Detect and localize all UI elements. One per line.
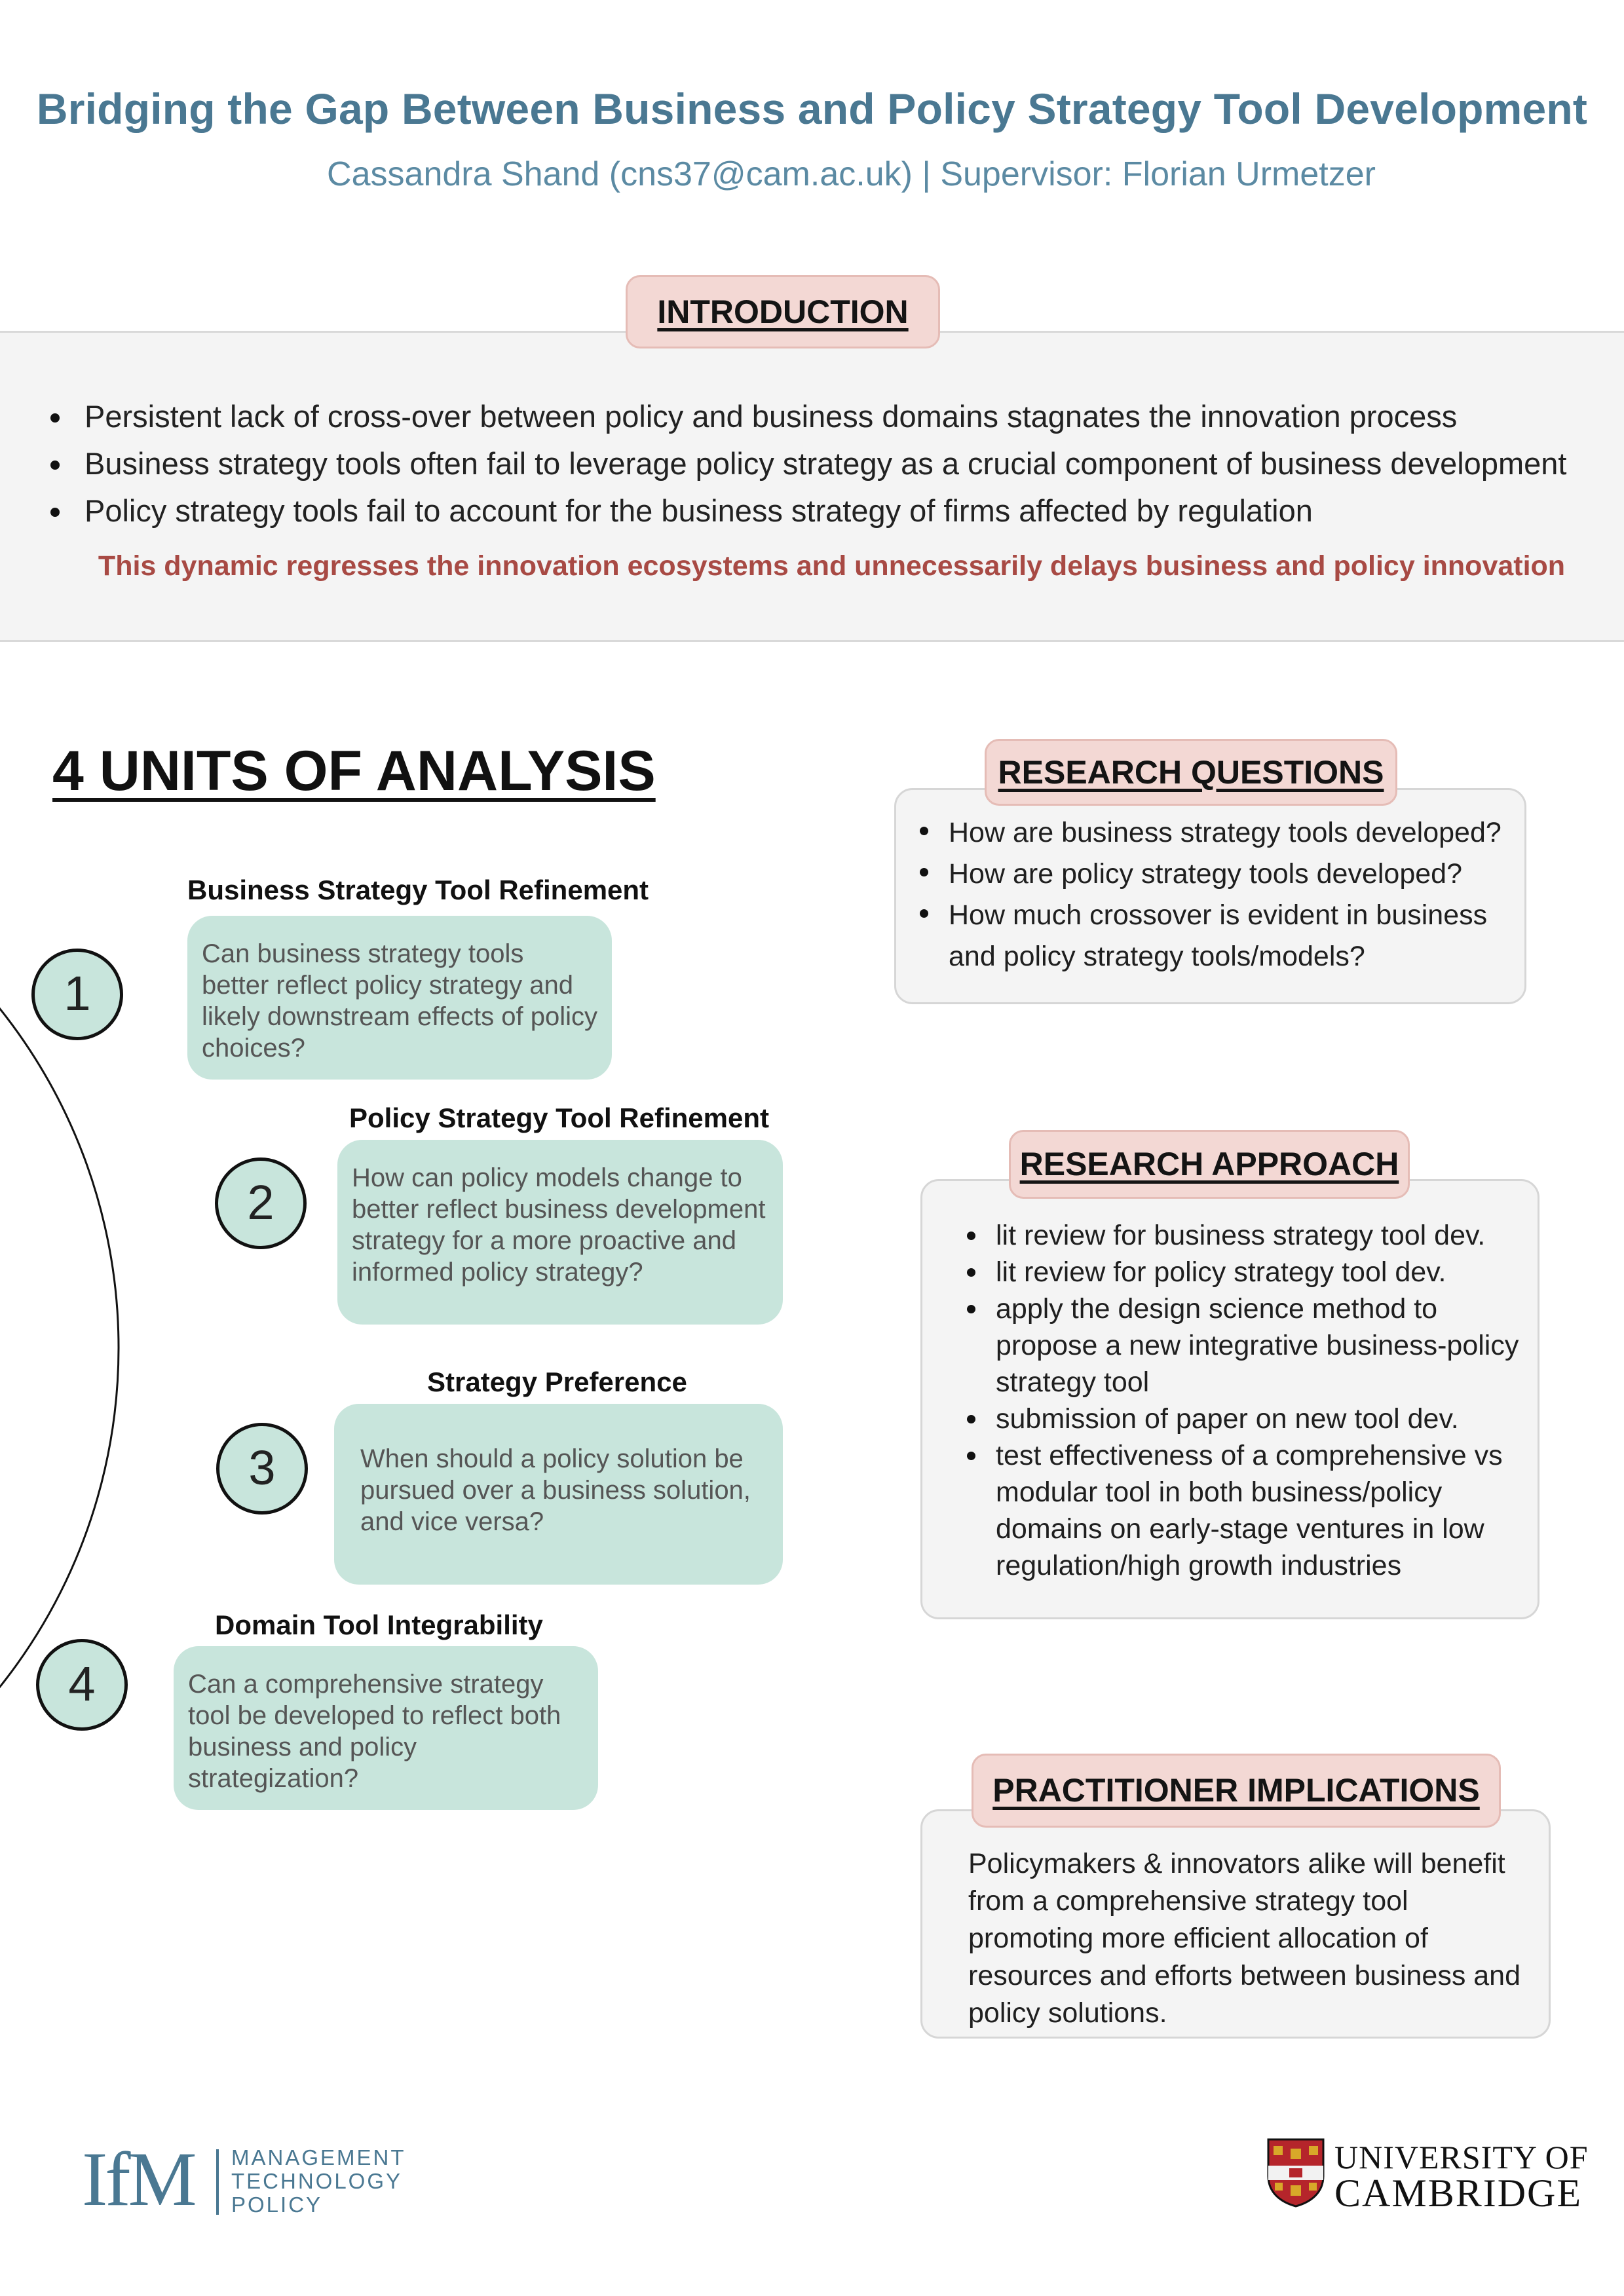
unit-2-heading: Policy Strategy Tool Refinement (349, 1102, 770, 1133)
research-question-item: How are business strategy tools develope… (909, 812, 1511, 854)
introduction-bullet: Persistent lack of cross-over between po… (36, 393, 1608, 440)
ifm-logo-divider (216, 2149, 219, 2215)
ifm-logo: IfM MANAGEMENT TECHNOLOGY POLICY (82, 2139, 423, 2224)
introduction-panel (0, 331, 1624, 642)
research-approach-item: submission of paper on new tool dev. (956, 1401, 1524, 1437)
unit-3-question: When should a policy solution be pursued… (334, 1404, 783, 1585)
unit-2-number: 2 (215, 1157, 307, 1249)
unit-1-question: Can business strategy tools better refle… (187, 916, 612, 1080)
research-question-item: How much crossover is evident in busines… (909, 895, 1511, 977)
introduction-bullet: Business strategy tools often fail to le… (36, 440, 1608, 487)
cambridge-logo-line2: CAMBRIDGE (1334, 2172, 1583, 2215)
unit-1-number: 1 (31, 949, 123, 1040)
research-approach-item: lit review for policy strategy tool dev. (956, 1254, 1524, 1290)
cambridge-logo: UNIVERSITY OF CAMBRIDGE (1266, 2137, 1593, 2229)
introduction-highlight: This dynamic regresses the innovation ec… (98, 550, 1566, 582)
poster-title: Bridging the Gap Between Business and Po… (36, 85, 1588, 133)
unit-2-question: How can policy models change to better r… (337, 1140, 783, 1325)
introduction-bullet: Policy strategy tools fail to account fo… (36, 487, 1608, 535)
research-approach-panel: lit review for business strategy tool de… (920, 1179, 1539, 1619)
timeline-arc (0, 1007, 120, 1689)
research-approach-item: lit review for business strategy tool de… (956, 1217, 1524, 1254)
unit-3-number: 3 (216, 1423, 308, 1515)
research-questions-list: How are business strategy tools develope… (909, 812, 1511, 977)
cambridge-logo-line1: UNIVERSITY OF (1334, 2139, 1589, 2175)
research-approach-heading: RESEARCH APPROACH (1009, 1130, 1410, 1199)
unit-4-heading: Domain Tool Integrability (215, 1609, 543, 1640)
ifm-logo-line: POLICY (231, 2192, 323, 2217)
units-title: 4 UNITS OF ANALYSIS (52, 740, 656, 802)
unit-4-number: 4 (36, 1639, 128, 1731)
research-approach-item: test effectiveness of a comprehensive vs… (956, 1437, 1524, 1584)
introduction-list: Persistent lack of cross-over between po… (36, 393, 1608, 535)
cambridge-crest-icon (1267, 2138, 1325, 2208)
author-line: Cassandra Shand (cns37@cam.ac.uk) | Supe… (327, 155, 1376, 193)
introduction-heading: INTRODUCTION (626, 275, 940, 348)
ifm-logo-line: TECHNOLOGY (231, 2169, 403, 2193)
practitioner-implications-text: Policymakers & innovators alike will ben… (968, 1848, 1521, 2029)
research-approach-item: apply the design science method to propo… (956, 1290, 1524, 1401)
research-questions-panel: How are business strategy tools develope… (894, 788, 1526, 1004)
research-approach-list: lit review for business strategy tool de… (956, 1217, 1524, 1584)
unit-1-heading: Business Strategy Tool Refinement (187, 875, 649, 905)
ifm-logo-line: MANAGEMENT (231, 2145, 406, 2170)
practitioner-implications-heading: PRACTITIONER IMPLICATIONS (972, 1754, 1501, 1828)
practitioner-implications-panel: Policymakers & innovators alike will ben… (920, 1809, 1551, 2039)
unit-4-question: Can a comprehensive strategy tool be dev… (174, 1646, 598, 1810)
research-questions-heading: RESEARCH QUESTIONS (985, 739, 1397, 806)
unit-3-heading: Strategy Preference (427, 1366, 687, 1397)
ifm-logo-mark: IfM (82, 2136, 197, 2222)
research-question-item: How are policy strategy tools developed? (909, 854, 1511, 895)
